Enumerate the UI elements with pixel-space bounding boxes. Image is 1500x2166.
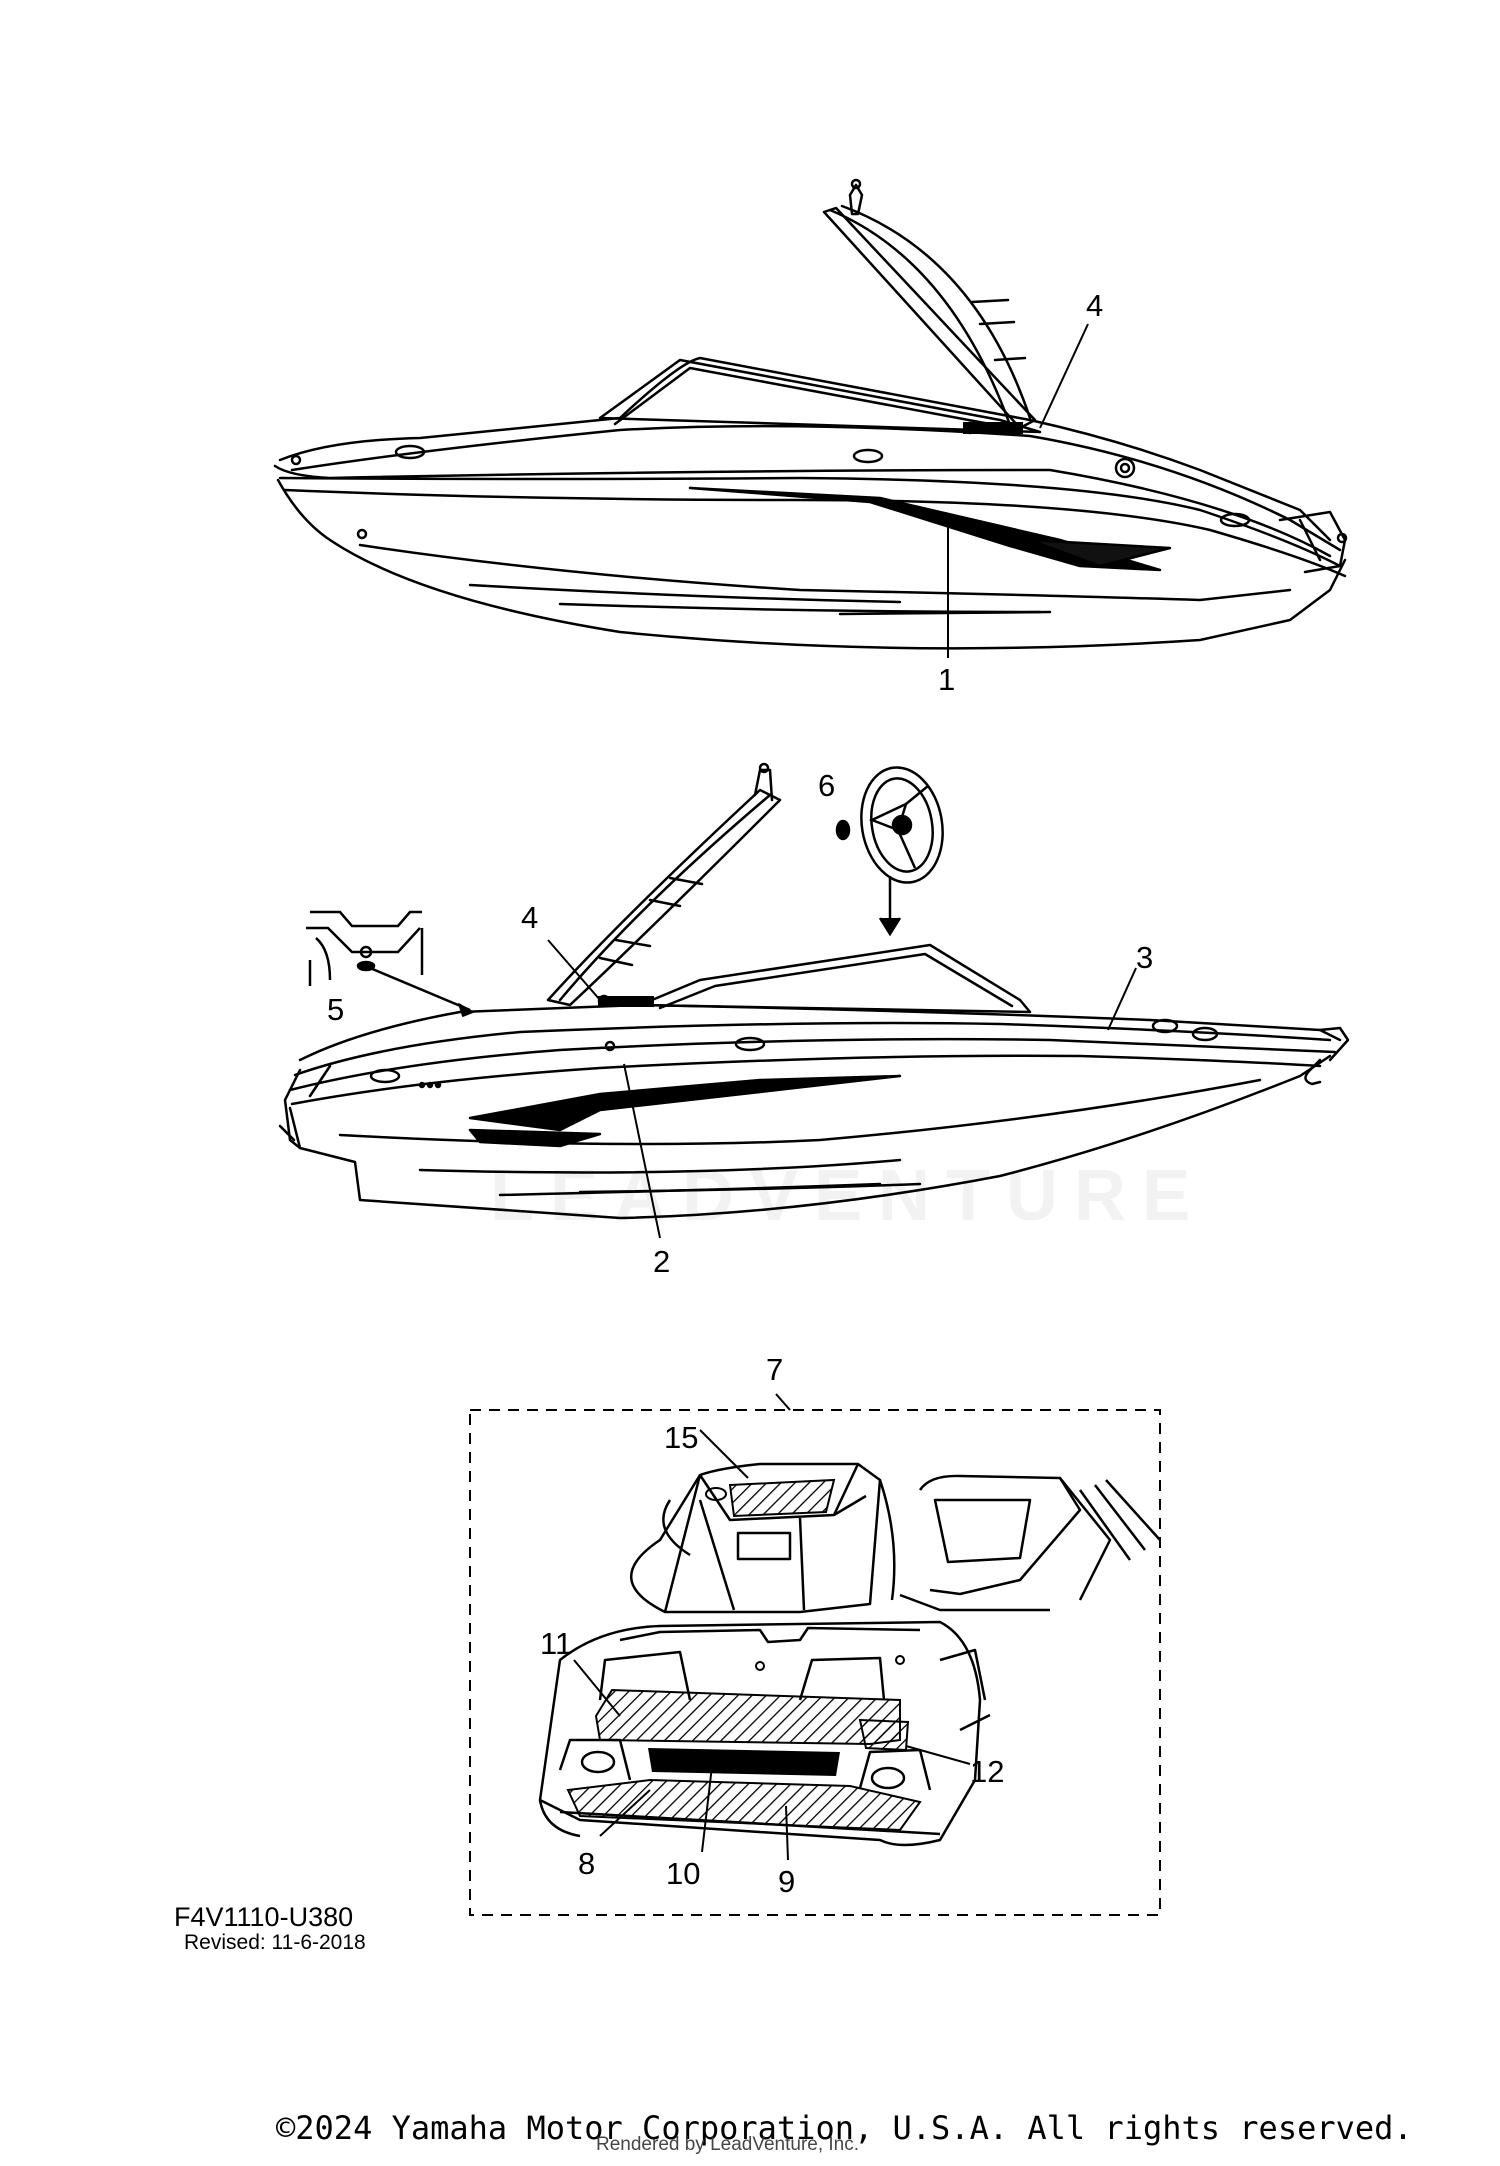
callout-3: 3 bbox=[1136, 940, 1154, 975]
callout-1: 1 bbox=[938, 662, 956, 697]
diagram-code: F4V1110-U380 bbox=[174, 1902, 354, 1932]
callout-11: 11 bbox=[540, 1626, 573, 1661]
callout-9: 9 bbox=[778, 1864, 796, 1899]
callout-5: 5 bbox=[327, 992, 345, 1027]
steering-wheel-detail bbox=[835, 766, 944, 937]
copyright-notice: ©2024 Yamaha Motor Corporation, U.S.A. A… bbox=[276, 2109, 1413, 2147]
revised-date: Revised: 11-6-2018 bbox=[184, 1931, 366, 1954]
boat-middle-illustration bbox=[278, 762, 1350, 1220]
part-5-inset bbox=[306, 910, 475, 1018]
callout-12: 12 bbox=[970, 1754, 1005, 1789]
callout-15: 15 bbox=[664, 1420, 699, 1455]
callout-8: 8 bbox=[578, 1846, 596, 1881]
callout-6: 6 bbox=[818, 768, 836, 803]
callout-2: 2 bbox=[653, 1244, 671, 1279]
callout-4-middle: 4 bbox=[521, 900, 539, 935]
callout-4-top: 4 bbox=[1086, 288, 1104, 323]
callout-10: 10 bbox=[666, 1856, 701, 1891]
leader-lines bbox=[547, 323, 1137, 1239]
mat-kit-box bbox=[469, 1393, 1161, 1916]
callout-7: 7 bbox=[766, 1352, 784, 1387]
boat-top-illustration bbox=[273, 178, 1348, 650]
watermark: LEADVENTURE bbox=[490, 1156, 1207, 1236]
rendered-by: Rendered by LeadVenture, Inc. bbox=[596, 2134, 860, 2155]
